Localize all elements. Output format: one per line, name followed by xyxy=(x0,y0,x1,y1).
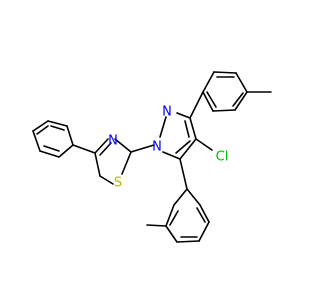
bond xyxy=(50,125,65,131)
bond xyxy=(198,221,210,242)
atom-label: S xyxy=(114,176,122,191)
bond xyxy=(175,140,191,154)
bond xyxy=(165,225,178,243)
bond xyxy=(232,92,244,107)
molecule-structure: N S N N Cl xyxy=(32,71,272,243)
bond xyxy=(173,188,188,206)
bond xyxy=(72,144,96,154)
bond xyxy=(32,130,41,152)
atom-label: N xyxy=(152,140,162,155)
atom-labels: N S N N Cl xyxy=(108,105,228,191)
atom-label: N xyxy=(108,134,118,149)
bond xyxy=(202,71,215,93)
bond xyxy=(195,138,213,151)
bond xyxy=(146,224,167,227)
bond xyxy=(179,158,188,190)
bond xyxy=(169,210,179,226)
bond xyxy=(189,117,197,140)
bond xyxy=(130,144,155,153)
bond xyxy=(114,138,132,153)
bond xyxy=(162,151,181,160)
bond xyxy=(186,188,201,206)
bond xyxy=(99,175,114,185)
atom-label: Cl xyxy=(216,150,229,165)
molecule-diagram: N S N N Cl xyxy=(32,71,272,243)
bond xyxy=(165,204,175,227)
bond xyxy=(47,120,68,127)
bonds xyxy=(32,71,272,243)
bond xyxy=(234,91,248,111)
bond xyxy=(94,138,109,154)
bond xyxy=(159,116,167,138)
bond xyxy=(39,150,60,158)
bond xyxy=(99,142,112,156)
bond xyxy=(176,112,191,119)
bond xyxy=(189,91,204,119)
bond xyxy=(32,120,49,132)
bond xyxy=(121,151,132,175)
bond xyxy=(206,91,217,108)
bond xyxy=(43,145,60,152)
bond xyxy=(36,125,49,135)
bond xyxy=(179,138,197,160)
bond xyxy=(184,120,190,138)
bond xyxy=(58,144,74,158)
bond xyxy=(94,152,101,177)
bond xyxy=(212,109,236,112)
bond xyxy=(213,71,237,74)
bond xyxy=(199,204,210,223)
bond xyxy=(196,207,206,223)
bond xyxy=(202,91,214,112)
bond xyxy=(66,125,74,146)
bond xyxy=(235,72,248,93)
atom-label: N xyxy=(162,105,172,120)
bond xyxy=(176,240,200,243)
